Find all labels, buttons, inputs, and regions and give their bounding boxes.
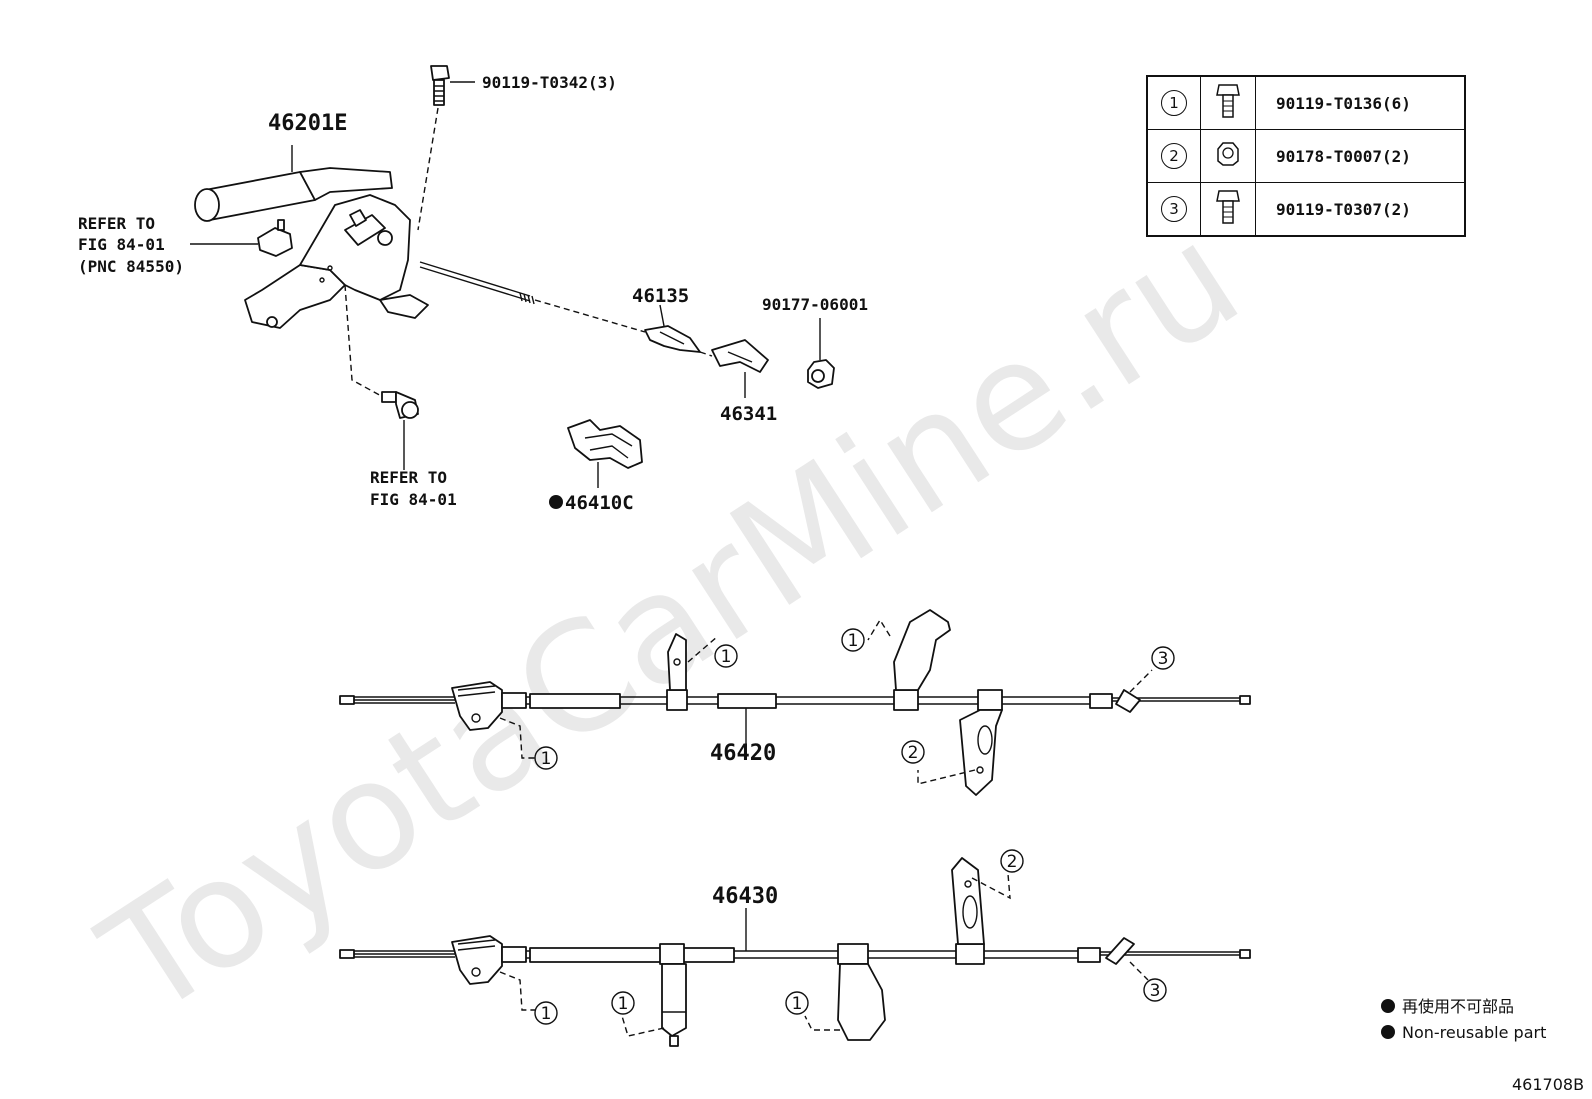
retainer-icon (644, 325, 701, 353)
svg-text:2: 2 (908, 743, 919, 763)
bolt-top-icon (430, 65, 450, 106)
refer-bolt-line1: REFER TO (370, 468, 447, 487)
svg-text:3: 3 (1150, 981, 1161, 1001)
part-label-clip: 46410C (565, 492, 634, 514)
callout-2-front: 2 (901, 740, 925, 764)
svg-text:3: 3 (1158, 649, 1169, 669)
refer-bolt-line2: FIG 84-01 (370, 490, 457, 509)
part-label-bolt-top: 90119-T0342(3) (482, 73, 617, 92)
callout-mark: 1 (1161, 90, 1187, 116)
callout-2-rear: 2 (1000, 849, 1024, 873)
refer-switch-line3: (PNC 84550) (78, 257, 184, 276)
fastener-part-number: 90119-T0307(2) (1255, 182, 1466, 237)
part-label-cable-front: 46420 (710, 741, 776, 766)
svg-text:2: 2 (1007, 852, 1018, 872)
svg-text:1: 1 (618, 994, 629, 1014)
svg-text:1: 1 (541, 1004, 552, 1024)
callout-1-rear-mid: 1 (611, 991, 635, 1015)
part-label-cable-rear: 46430 (712, 884, 778, 909)
svg-text:1: 1 (721, 647, 732, 667)
refer-switch-line2: FIG 84-01 (78, 235, 165, 254)
figure-id: 461708B (1512, 1075, 1584, 1094)
callout-3-front: 3 (1151, 646, 1175, 670)
part-label-yoke: 46341 (720, 403, 777, 425)
cable-front (339, 609, 1251, 796)
fastener-part-number: 90119-T0136(6) (1255, 75, 1466, 130)
legend-bullet-icon (1381, 999, 1395, 1013)
fastener-row: 1 90119-T0136(6) (1146, 75, 1466, 130)
part-label-retainer: 46135 (632, 285, 689, 307)
fastener-row: 2 90178-T0007(2) (1146, 129, 1466, 183)
callout-mark: 3 (1161, 196, 1187, 222)
callout-1-rear-left: 1 (534, 1001, 558, 1025)
fastener-row: 3 90119-T0307(2) (1146, 182, 1466, 237)
nut-icon (807, 359, 835, 389)
parking-brake-lever (194, 145, 535, 329)
cable-rear (339, 857, 1251, 1047)
part-label-lever: 46201E (268, 111, 347, 136)
legend-japanese: 再使用不可部品 (1402, 997, 1514, 1016)
fastener-table: 1 90119-T0136(6) 2 90178-T0007(2) 3 (1146, 75, 1466, 237)
nut-icon (1217, 142, 1239, 166)
bolt-icon (1216, 84, 1240, 118)
clip-icon (567, 419, 643, 469)
callout-1-rear-right: 1 (785, 991, 809, 1015)
yoke-icon (711, 339, 769, 373)
svg-text:1: 1 (792, 994, 803, 1014)
callout-1-front-top-left: 1 (841, 628, 865, 652)
legend-english: Non-reusable part (1402, 1023, 1546, 1042)
bolt-icon (1216, 190, 1240, 224)
refer-switch-line1: REFER TO (78, 214, 155, 233)
switch-icon (257, 219, 293, 257)
fastener-part-number: 90178-T0007(2) (1255, 129, 1466, 183)
legend-bullet-icon (1381, 1025, 1395, 1039)
part-label-nut: 90177-06001 (762, 295, 868, 314)
svg-text:1: 1 (848, 631, 859, 651)
callout-1-front-lower: 1 (534, 746, 558, 770)
callout-3-rear: 3 (1143, 978, 1167, 1002)
bolt-lower-icon (381, 391, 419, 419)
non-reusable-marker-icon (549, 495, 563, 509)
callout-1-front-upper: 1 (714, 644, 738, 668)
callout-mark: 2 (1161, 143, 1187, 169)
svg-text:1: 1 (541, 749, 552, 769)
